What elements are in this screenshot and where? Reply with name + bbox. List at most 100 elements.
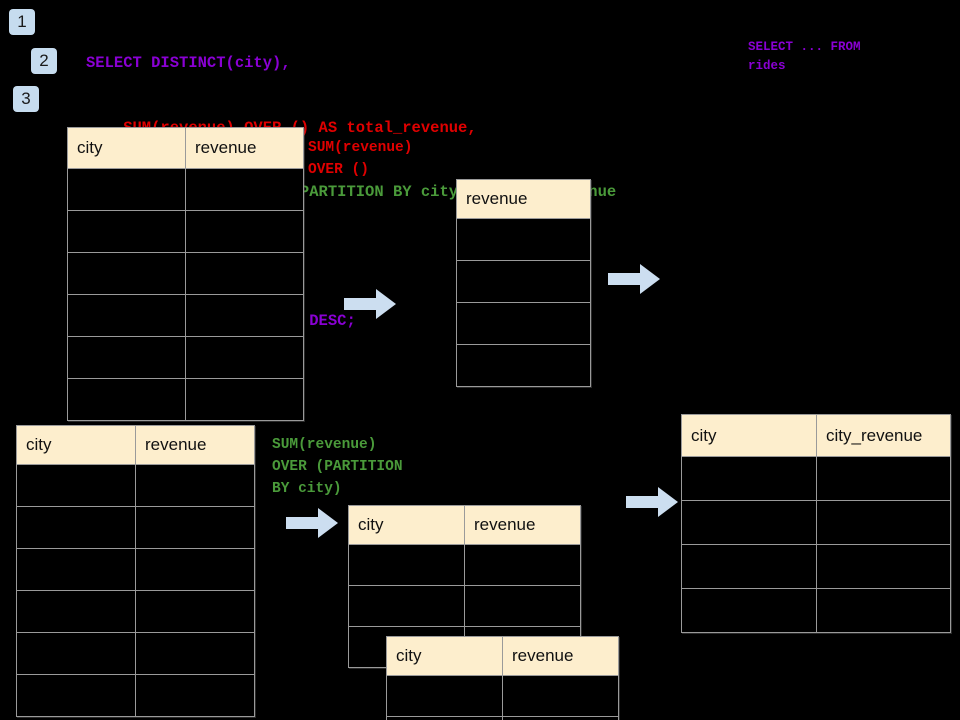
cell-city <box>681 588 817 633</box>
column-header-city-revenue: city_revenue <box>816 414 951 457</box>
step-badge-1[interactable]: 1 <box>9 9 35 35</box>
table-row <box>386 716 619 720</box>
cell-revenue <box>464 544 581 586</box>
cell-revenue <box>464 585 581 627</box>
table-row <box>456 218 591 261</box>
table-header-row: city revenue <box>386 636 619 676</box>
cell-revenue <box>135 590 255 633</box>
cell-revenue <box>502 716 619 720</box>
column-header-city: city <box>386 636 503 676</box>
cell-revenue <box>456 302 591 345</box>
table-row <box>681 588 951 633</box>
table-row <box>456 344 591 387</box>
column-header-city: city <box>67 127 186 169</box>
arrow-source-to-total-revenue <box>344 289 396 319</box>
table-row <box>681 500 951 545</box>
cell-city <box>67 168 186 211</box>
cell-revenue <box>456 218 591 261</box>
table-row <box>67 210 304 253</box>
cell-city <box>386 716 503 720</box>
table-row <box>67 252 304 295</box>
cell-revenue <box>456 344 591 387</box>
cell-city-revenue <box>816 588 951 633</box>
table-row <box>16 632 255 675</box>
column-header-revenue: revenue <box>185 127 304 169</box>
table-row <box>456 260 591 303</box>
sql-line-select: SELECT DISTINCT(city), <box>86 54 291 72</box>
annotation-over-empty: SUM(revenue) OVER () <box>308 140 413 178</box>
table-row <box>681 456 951 501</box>
table-row <box>67 336 304 379</box>
table-row <box>16 674 255 717</box>
arrow-total-revenue-to-result <box>608 264 660 294</box>
table-row <box>67 294 304 337</box>
cell-revenue <box>135 548 255 591</box>
table-row <box>348 544 581 586</box>
rides-source-table-top: city revenue <box>67 127 304 421</box>
table-row <box>16 464 255 507</box>
annotation-over-partition: SUM(revenue) OVER (PARTITION BY city) <box>272 437 403 497</box>
cell-city <box>348 585 465 627</box>
cell-city <box>16 674 136 717</box>
cell-revenue <box>185 336 304 379</box>
cell-revenue <box>135 506 255 549</box>
table-header-row: city city_revenue <box>681 414 951 457</box>
table-row <box>16 548 255 591</box>
cell-city <box>386 675 503 717</box>
table-header-row: city revenue <box>16 425 255 465</box>
column-header-city: city <box>348 505 465 545</box>
table-row <box>386 675 619 717</box>
column-header-city: city <box>16 425 136 465</box>
cell-revenue <box>135 464 255 507</box>
cell-city-revenue <box>816 500 951 545</box>
table-row <box>348 585 581 627</box>
arrow-source-to-partition <box>286 508 338 538</box>
cell-city-revenue <box>816 544 951 589</box>
cell-city <box>681 544 817 589</box>
cell-revenue <box>185 168 304 211</box>
cell-city <box>16 632 136 675</box>
step-badge-3[interactable]: 3 <box>13 86 39 112</box>
cell-revenue <box>502 675 619 717</box>
rides-source-table-bottom: city revenue <box>16 425 255 717</box>
cell-revenue <box>135 674 255 717</box>
cell-city <box>681 456 817 501</box>
cell-city <box>681 500 817 545</box>
table-row <box>67 378 304 421</box>
cell-city <box>67 294 186 337</box>
cell-city <box>67 252 186 295</box>
cell-city <box>67 378 186 421</box>
table-header-row: revenue <box>456 179 591 219</box>
cell-city <box>67 336 186 379</box>
total-revenue-table: revenue <box>456 179 591 387</box>
table-row <box>681 544 951 589</box>
cell-city <box>16 506 136 549</box>
cell-revenue <box>456 260 591 303</box>
cell-revenue <box>185 252 304 295</box>
partition-group-table-back: city revenue <box>348 505 581 668</box>
step-badge-2[interactable]: 2 <box>31 48 57 74</box>
cell-revenue <box>185 294 304 337</box>
table-row <box>456 302 591 345</box>
sql-side-note: SELECT ... FROM rides <box>748 40 861 73</box>
column-header-revenue: revenue <box>135 425 255 465</box>
table-header-row: city revenue <box>67 127 304 169</box>
table-row <box>67 168 304 211</box>
table-row <box>16 506 255 549</box>
table-row <box>16 590 255 633</box>
final-result-table: city city_revenue <box>681 414 951 633</box>
cell-revenue <box>135 632 255 675</box>
column-header-revenue: revenue <box>464 505 581 545</box>
cell-revenue <box>185 378 304 421</box>
cell-city <box>16 548 136 591</box>
partition-group-table-front: city revenue <box>386 636 619 720</box>
cell-city <box>16 464 136 507</box>
cell-revenue <box>185 210 304 253</box>
table-header-row: city revenue <box>348 505 581 545</box>
column-header-revenue: revenue <box>456 179 591 219</box>
cell-city <box>67 210 186 253</box>
cell-city <box>16 590 136 633</box>
cell-city-revenue <box>816 456 951 501</box>
cell-city <box>348 544 465 586</box>
